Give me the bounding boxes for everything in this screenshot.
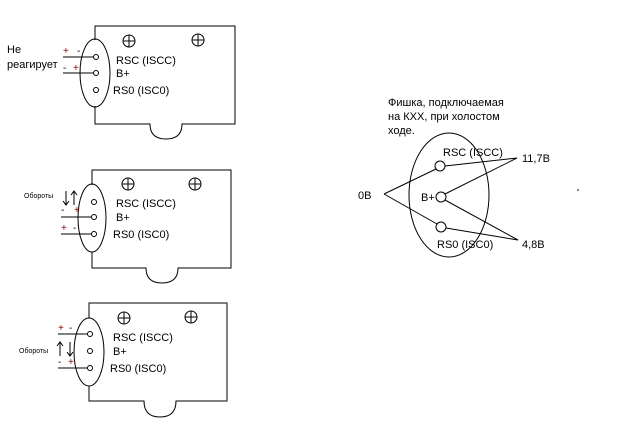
pin-label-bplus: B+ [116,212,130,224]
sign: - [61,205,64,216]
sign: + [58,323,64,334]
plug-ellipse [73,317,105,387]
plug-ellipse [77,183,107,253]
wire-4v-rs0 [445,227,519,241]
pin-label-bplus: B+ [421,192,435,204]
pin-label-rs0: RS0 (ISC0) [110,363,166,375]
voltage-label-left: 0В [358,190,371,202]
pin-rs0 [91,231,97,237]
connector-body [94,25,236,140]
sign: + [73,63,79,74]
pin-label-bplus: B+ [113,346,127,358]
pin-label-rs0: RS0 (ISC0) [113,85,169,97]
stray-dot [577,189,579,191]
pin-label-rsc: RSC (ISCC) [443,147,503,159]
sign: - [73,223,76,234]
arrow-down-icon [66,342,74,357]
wire-0v-rs0 [383,193,438,225]
pin-bplus [91,214,97,220]
sign: - [77,46,80,57]
pin-rsc [434,160,446,172]
idle-connector-diagram: Фишка, подключаемая на КХХ, при холостом… [358,97,550,258]
pin-label-rsc: RSC (ISCC) [116,55,176,67]
arrow-up-icon [70,190,78,205]
wire-0v-rsc [383,168,437,195]
side-label: реагирует [7,59,58,71]
connector-body [91,169,232,284]
sign: - [69,323,72,334]
pin-bplus [93,70,99,76]
sign: - [58,357,61,368]
pin-rsc [93,54,99,60]
pin-rs0 [93,87,99,93]
pin-label-rs0: RS0 (ISC0) [113,229,169,241]
pin-rs0 [435,221,447,233]
pin-bplus [435,191,447,203]
sign: + [68,357,74,368]
pin-label-rsc: RSC (ISCC) [113,332,173,344]
pin-rs0 [87,365,93,371]
sign: + [74,205,80,216]
pin-rsc [91,199,97,205]
wire-11v-rsc [444,157,518,167]
pin-label-rs0: RS0 (ISC0) [437,239,493,251]
side-label: Обороты [24,192,53,200]
connector-3: RSC (ISCC) B+ RS0 (ISC0) + - - + Обороты [19,302,228,418]
idle-title-line: на КХХ, при холостом [388,111,500,123]
pin-label-bplus: B+ [116,68,130,80]
connector-1: RSC (ISCC) B+ RS0 (ISC0) + - - + Не реаг… [7,25,236,140]
pin-rsc [87,331,93,337]
sign: + [61,223,67,234]
wire-4v-bplus [444,199,519,241]
side-label: Обороты [19,347,48,355]
wire-11v-bplus [444,157,518,195]
pin-bplus [87,348,93,354]
plug-ellipse [408,132,490,258]
sign: + [63,46,69,57]
connector-2: RSC (ISCC) B+ RS0 (ISC0) - + + - Обороты [24,169,232,284]
side-label: Не [7,44,21,56]
idle-title-line: ходе. [388,125,415,137]
voltage-label-bottom-right: 4,8В [522,239,545,251]
pin-label-rsc: RSC (ISCC) [116,198,176,210]
connector-body [88,302,228,418]
sign: - [63,63,66,74]
idle-title-line: Фишка, подключаемая [388,97,504,109]
arrow-down-icon [62,191,70,206]
arrow-up-icon [56,341,64,356]
voltage-label-top-right: 11,7В [522,153,550,165]
